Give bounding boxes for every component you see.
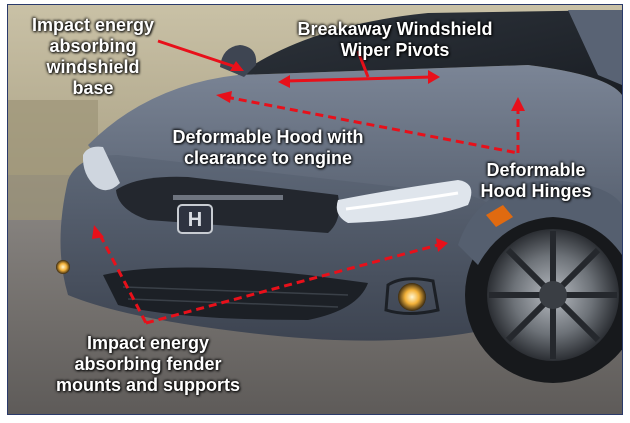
left-headlight: [82, 146, 120, 191]
car-photo: H: [8, 5, 622, 414]
side-marker: [486, 205, 513, 227]
label-windshield-base: Impact energy absorbing windshield base: [31, 15, 155, 98]
honda-emblem: H: [177, 204, 213, 234]
windshield: [238, 10, 622, 95]
label-deformable-hood: Deformable Hood with clearance to engine: [172, 127, 364, 168]
a-pillar: [568, 10, 622, 85]
svg-text:H: H: [188, 209, 202, 231]
right-fog-light: [398, 283, 426, 311]
side-mirror: [220, 45, 257, 77]
upper-grille: [116, 176, 340, 233]
image-frame: H: [7, 4, 623, 415]
annotation-arrows: [92, 39, 525, 325]
label-hood-hinges: Deformable Hood Hinges: [480, 160, 592, 201]
label-fender-mounts: Impact energy absorbing fender mounts an…: [56, 333, 240, 395]
left-fog-light: [56, 260, 70, 274]
label-wiper-pivots: Breakaway Windshield Wiper Pivots: [297, 19, 493, 60]
wheel-arch: [458, 180, 622, 265]
